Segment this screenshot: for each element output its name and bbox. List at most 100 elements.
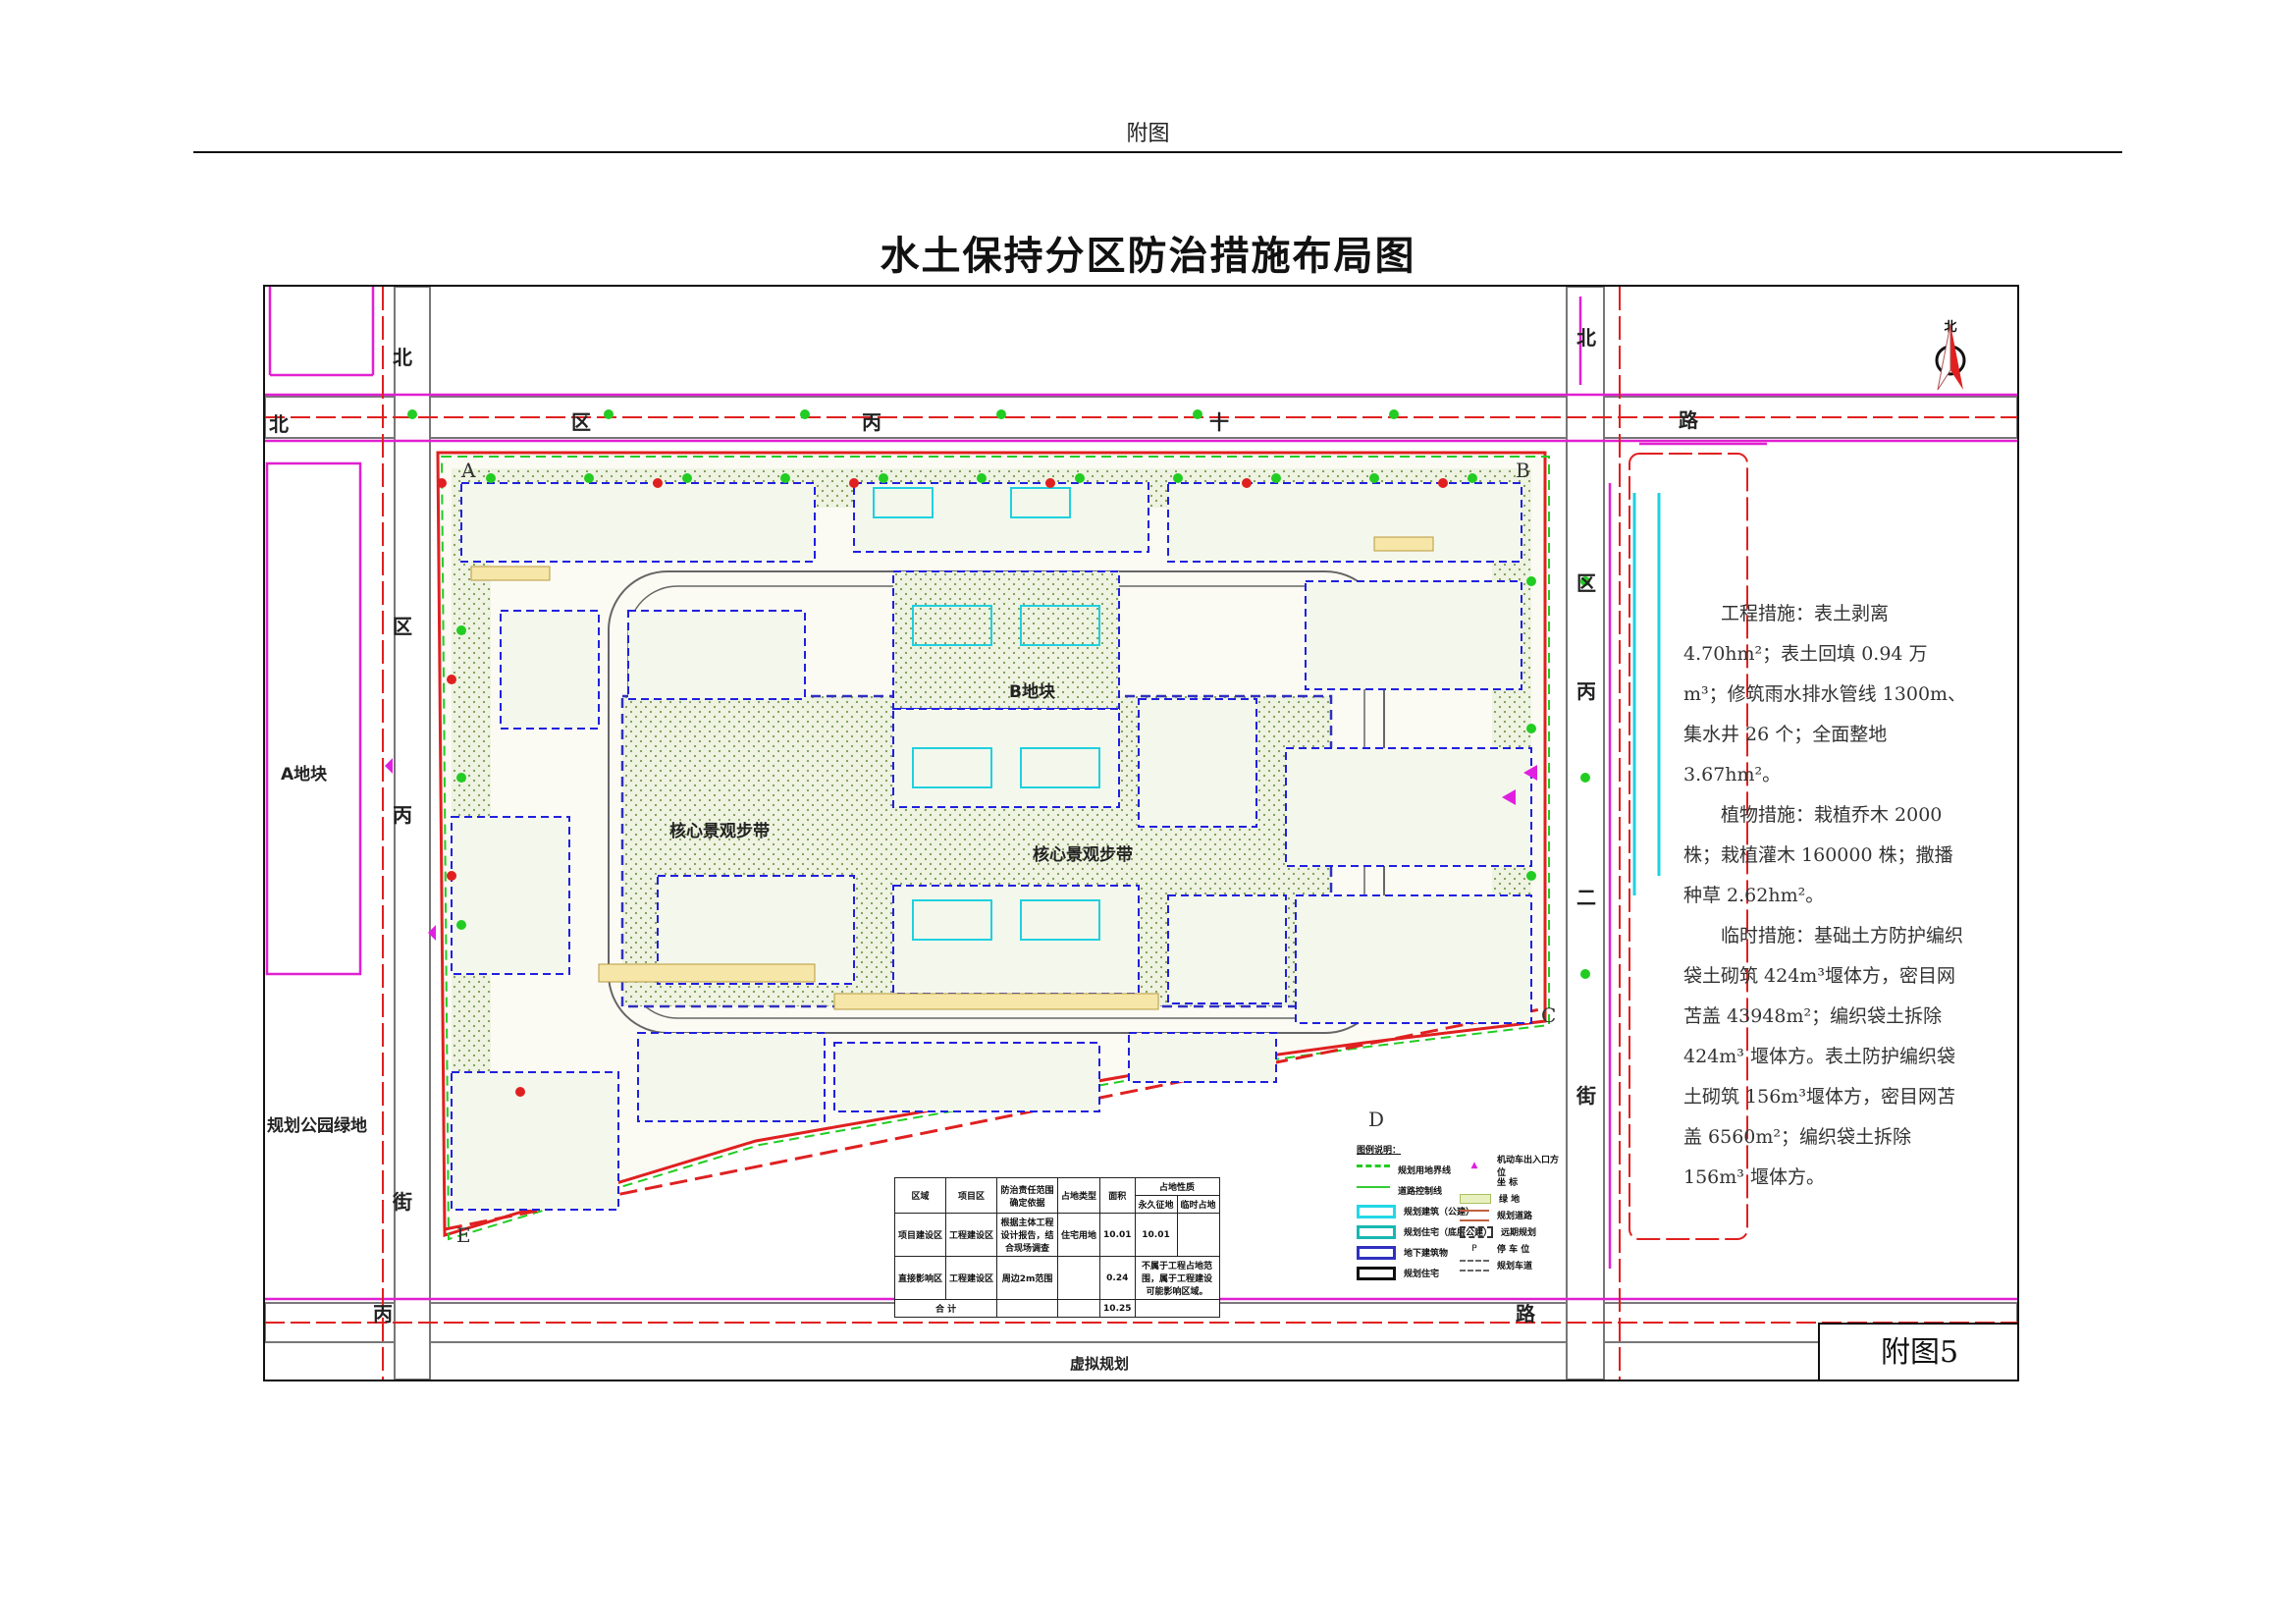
table-cell: 直接影响区 — [893, 1256, 947, 1300]
legend-label: 规划住宅（底层公建） — [1404, 1228, 1493, 1238]
future-plan-swatch — [1460, 1225, 1493, 1238]
public-building-swatch — [1357, 1204, 1396, 1218]
engineering-measures-text: 工程措施：表土剥离 4.70hm²；表土回填 0.94 万 m³；修筑雨水排水管… — [1683, 603, 1967, 785]
legend-label: 规划住宅 — [1404, 1270, 1440, 1279]
vehicle-entrance-icons — [385, 758, 1537, 941]
table-header: 占地类型 — [1057, 1177, 1101, 1214]
legend-label: 规划道路 — [1497, 1212, 1533, 1221]
table-cell: 项目建设区 — [893, 1213, 947, 1257]
responsibility-range-table: 区域 项目区 防治责任范围确定依据 占地类型 面积 占地性质 永久征地 临时占地… — [893, 1177, 1220, 1318]
measures-notes: 工程措施：表土剥离 4.70hm²；表土回填 0.94 万 m³；修筑雨水排水管… — [1683, 594, 1968, 1198]
page-header: 附图 — [1126, 122, 1170, 146]
legend-label: 规划用地界线 — [1398, 1166, 1452, 1176]
table-cell: 周边2m范围 — [996, 1256, 1059, 1300]
table-header: 区域 — [893, 1177, 947, 1214]
core-landscape-label-1: 核心景观步带 — [669, 822, 770, 841]
road-label-left-1: 北 — [393, 346, 412, 369]
cyan-lines — [1632, 493, 1661, 895]
road-label-left-3: 丙 — [393, 803, 412, 827]
roads — [265, 287, 2017, 1380]
legend-label: 规划建筑（公建） — [1404, 1208, 1475, 1218]
road-label-right-1: 北 — [1576, 326, 1596, 350]
legend-label: 停 车 位 — [1497, 1245, 1530, 1255]
green-space-swatch — [1460, 1193, 1491, 1204]
legend-title: 图例说明： — [1357, 1146, 1402, 1156]
red-lines — [382, 287, 1748, 1380]
table-header: 面积 — [1099, 1177, 1136, 1214]
road-label-bottom-2: 路 — [1516, 1302, 1535, 1326]
legend-label: 远期规划 — [1501, 1228, 1537, 1238]
road-label-top-left: 北 — [269, 412, 289, 436]
core-landscape-label-2: 核心景观步带 — [1033, 845, 1133, 865]
road-label-right-4: 二 — [1576, 886, 1596, 909]
road-label-top-4: 路 — [1679, 408, 1698, 432]
road-label-top-2: 丙 — [862, 410, 881, 434]
table-subheader: 永久征地 — [1134, 1195, 1178, 1214]
planning-lines-magenta — [265, 287, 2017, 1301]
figure-title: 水土保持分区防治措施布局图 — [880, 233, 1416, 279]
table-cell: 工程建设区 — [945, 1213, 998, 1257]
table-cell: 合 计 — [893, 1299, 998, 1318]
compass-icon — [1935, 323, 1966, 391]
road-label-top-1: 区 — [571, 410, 591, 434]
table-subheader: 临时占地 — [1176, 1195, 1220, 1214]
table-row: 直接影响区 工程建设区 周边2m范围 0.24 不属于工程占地范围，属于工程建设… — [893, 1256, 1220, 1300]
water-collection-wells — [437, 478, 1448, 1097]
boundary-line-swatch — [1357, 1164, 1390, 1175]
corner-e: E — [456, 1223, 471, 1247]
table-cell: 10.01 — [1134, 1213, 1178, 1257]
road-label-right-5: 街 — [1576, 1084, 1596, 1108]
temporary-measures-text: 临时措施：基础土方防护编织袋土砌筑 424m³堰体方，密目网苫盖 43948m²… — [1683, 925, 1964, 1188]
residential-towers — [873, 487, 1100, 941]
residential-public-swatch — [1357, 1224, 1396, 1239]
table-cell: 不属于工程占地范围，属于工程建设可能影响区域。 — [1134, 1256, 1220, 1300]
red-dashed-boundary — [444, 1006, 1546, 1231]
table-header: 项目区 — [945, 1177, 998, 1214]
lane-swatch — [1460, 1259, 1489, 1272]
plant-measures-text: 植物措施：栽植乔木 2000 株；栽植灌木 160000 株；撒播种草 2.62… — [1683, 804, 1953, 906]
planned-road-swatch — [1460, 1209, 1489, 1221]
table-cell: 10.01 — [1099, 1213, 1136, 1257]
parking-strips — [470, 536, 1434, 1010]
north-arrow: 北 — [1926, 316, 1975, 391]
legend-label: 机动车出入口方位 — [1497, 1155, 1560, 1178]
virtual-plan-label: 虚拟规划 — [1070, 1355, 1130, 1373]
plot-b-label: B地块 — [1009, 682, 1055, 702]
residential-swatch — [1357, 1266, 1396, 1280]
corner-a: A — [461, 459, 476, 482]
table-cell: 住宅用地 — [1057, 1213, 1101, 1257]
buildings — [451, 482, 1532, 1211]
legend-label: 道路控制线 — [1398, 1187, 1443, 1197]
legend-label: 坐 标 — [1497, 1178, 1519, 1188]
road-label-left-2: 区 — [393, 615, 412, 638]
site-plan-frame: 北 区 丙 街 北 区 丙 十 路 北 区 丙 二 街 丙 路 A B C D … — [263, 285, 2019, 1381]
site-plan-drawing — [265, 287, 2017, 1380]
entrance-triangle-icon: ▲ — [1470, 1160, 1478, 1170]
plot-a-label: A地块 — [281, 765, 328, 785]
legend-label: 绿 地 — [1499, 1195, 1521, 1205]
table-header: 防治责任范围确定依据 — [996, 1177, 1059, 1214]
header-divider — [193, 151, 2122, 153]
park-green-label: 规划公园绿地 — [267, 1116, 367, 1136]
legend-label: 地下建筑物 — [1404, 1249, 1449, 1259]
legend: 图例说明： 规划用地界线 道路控制线 规划建筑（公建） 规划住宅（底层公建） 地… — [1357, 1143, 1563, 1283]
table-cell — [1057, 1256, 1101, 1300]
figure-number-box: 附图5 — [1818, 1323, 2017, 1380]
corner-c: C — [1541, 1003, 1557, 1027]
control-line-swatch — [1357, 1185, 1390, 1196]
table-row: 项目建设区 工程建设区 根据主体工程设计报告，结合现场调查 住宅用地 10.01… — [893, 1213, 1220, 1257]
table-cell — [1176, 1213, 1220, 1257]
road-label-top-3: 十 — [1209, 410, 1229, 434]
road-label-right-3: 丙 — [1576, 679, 1596, 703]
parking-p-icon: P — [1471, 1243, 1477, 1254]
table-cell: 工程建设区 — [945, 1256, 998, 1300]
table-cell: 10.25 — [1099, 1299, 1136, 1318]
table-header: 占地性质 — [1134, 1177, 1220, 1196]
tree-markers — [407, 409, 1590, 979]
underground-swatch — [1357, 1245, 1396, 1260]
road-label-right-2: 区 — [1576, 571, 1596, 595]
road-label-bottom-1: 丙 — [373, 1302, 393, 1326]
legend-label: 规划车道 — [1497, 1262, 1533, 1272]
table-cell: 0.24 — [1099, 1256, 1136, 1300]
table-cell: 根据主体工程设计报告，结合现场调查 — [996, 1213, 1059, 1257]
